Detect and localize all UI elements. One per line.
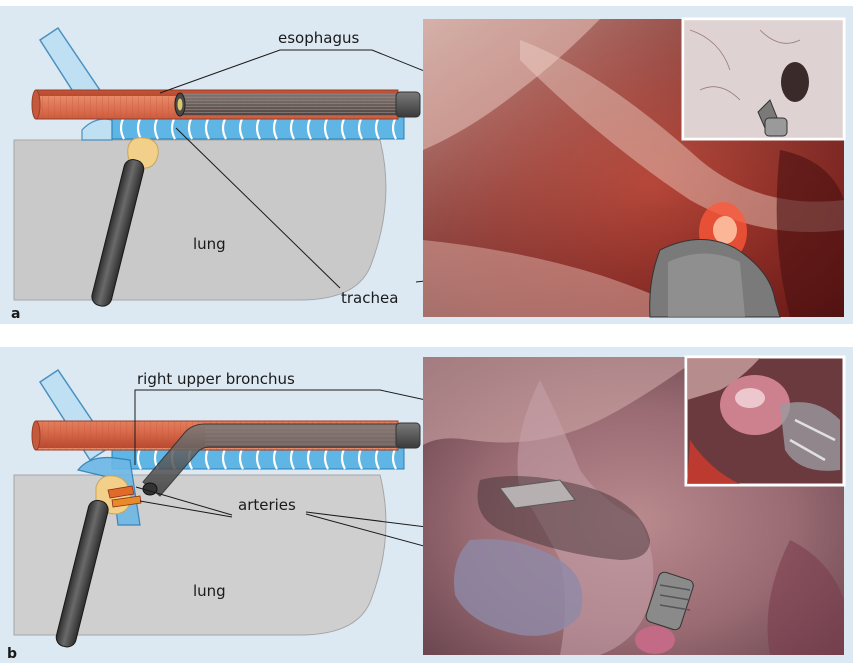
- photo-a-inset: [683, 19, 844, 139]
- lung-shape-a: [14, 140, 386, 300]
- scope-end-a: [396, 92, 420, 117]
- scope-end-b: [396, 423, 420, 448]
- label-arteries: arteries: [238, 496, 296, 514]
- photo-b-inset: [686, 357, 844, 485]
- connector-a: [82, 119, 112, 140]
- label-trachea: trachea: [341, 289, 398, 307]
- label-lung-b: lung: [193, 582, 226, 600]
- panel-letter-a: a: [11, 306, 20, 322]
- photo-b: [423, 357, 844, 655]
- label-lung-a: lung: [193, 235, 226, 253]
- trachea-rings-a: [112, 117, 404, 139]
- panel-letter-b: b: [7, 646, 17, 662]
- photo-a: [423, 19, 844, 317]
- label-esophagus: esophagus: [278, 29, 359, 47]
- label-right-upper-bronchus: right upper bronchus: [137, 370, 295, 388]
